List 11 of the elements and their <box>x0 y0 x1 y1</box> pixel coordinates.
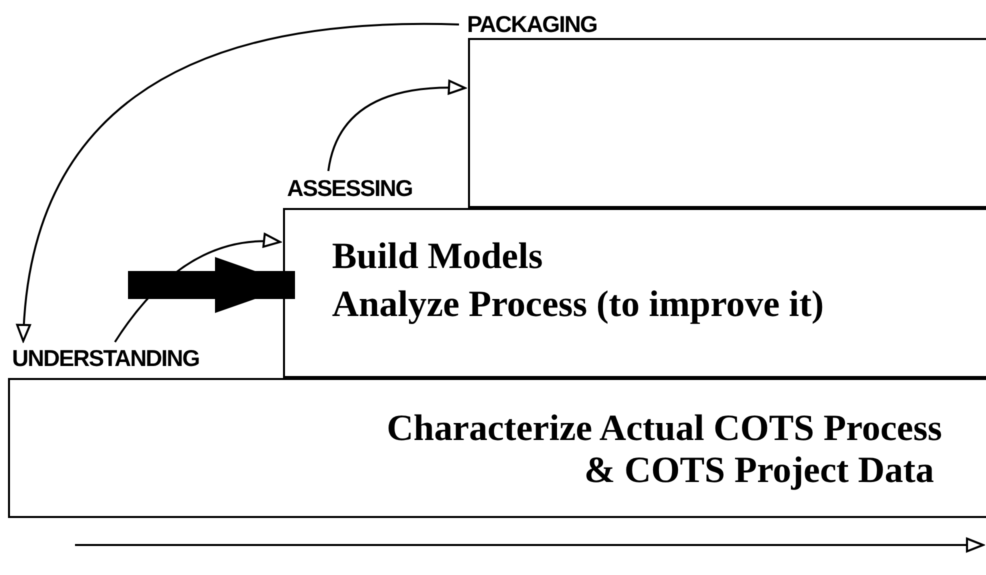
thick-arrow <box>128 257 295 313</box>
curved-arrow <box>17 23 459 342</box>
curved-arrow <box>114 234 282 343</box>
box-text: Build Models <box>332 238 543 275</box>
stage-label: UNDERSTANDING <box>12 347 200 370</box>
box-text: Characterize Actual COTS Process <box>386 410 942 447</box>
curved-arrow <box>327 80 466 172</box>
box-text: & COTS Project Data <box>584 452 934 489</box>
stage-label: PACKAGING <box>467 13 597 36</box>
box-text: Analyze Process (to improve it) <box>332 286 824 323</box>
stage-label: ASSESSING <box>287 177 412 200</box>
